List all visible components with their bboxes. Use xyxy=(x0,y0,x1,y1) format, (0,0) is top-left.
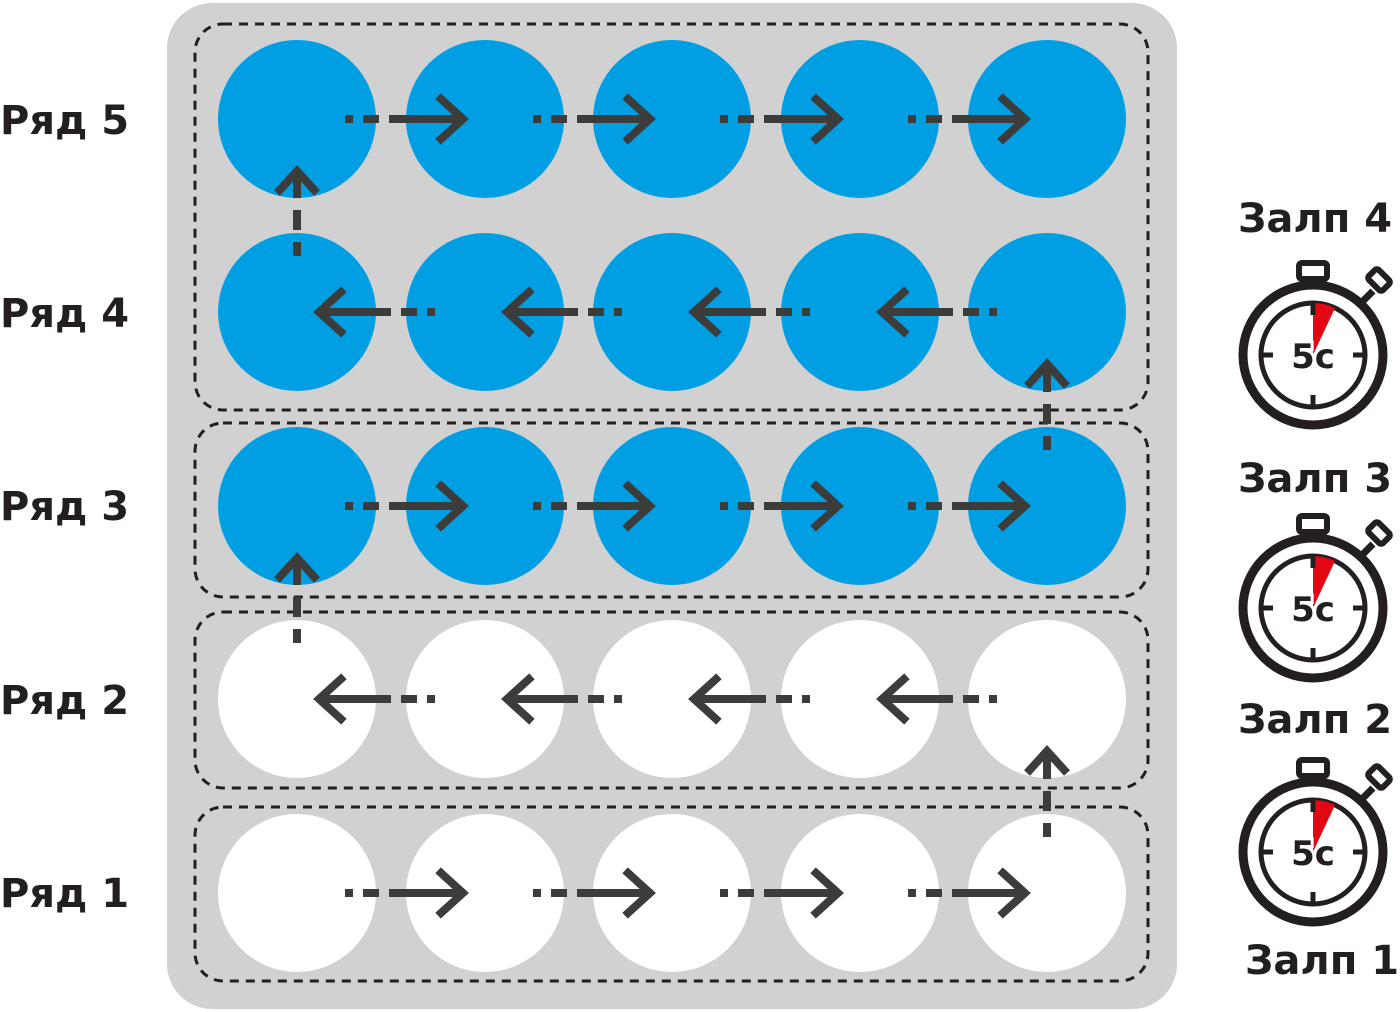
flow-arrow-right xyxy=(345,480,469,532)
arrow-head xyxy=(622,480,656,532)
arrow-head xyxy=(997,867,1031,919)
flow-arrow-right xyxy=(720,480,844,532)
arrow-head xyxy=(435,93,469,145)
circle-row1-1 xyxy=(218,814,376,972)
circle-row4-4 xyxy=(781,233,939,391)
timer-text-1: 5c xyxy=(1291,337,1335,377)
flow-arrow-right xyxy=(908,480,1031,532)
timer-text-3: 5c xyxy=(1291,834,1335,874)
arrow-head xyxy=(997,480,1031,532)
circle-row4-5 xyxy=(968,233,1126,391)
flow-arrow-right xyxy=(345,867,469,919)
arrow-head xyxy=(1024,358,1070,389)
arrow-head xyxy=(501,286,535,338)
arrow-head xyxy=(688,673,722,725)
arrow-head xyxy=(622,93,656,145)
arrow-head xyxy=(435,867,469,919)
circle-row5-2 xyxy=(406,40,564,198)
arrow-head xyxy=(876,286,910,338)
arrow-head xyxy=(501,673,535,725)
circle-row5-3 xyxy=(593,40,751,198)
circle-row2-1 xyxy=(218,620,376,778)
outline-rows-4-5 xyxy=(193,22,1150,412)
circle-row4-1 xyxy=(218,233,376,391)
arrow-head xyxy=(1024,745,1070,776)
circle-row1-2 xyxy=(406,814,564,972)
flow-arrow-right xyxy=(345,93,469,145)
circle-row2-3 xyxy=(593,620,751,778)
outline-row-1 xyxy=(193,805,1150,983)
volley-label-3: Залп 3 xyxy=(1238,456,1392,502)
circle-row2-5 xyxy=(968,620,1126,778)
flow-arrow-right xyxy=(533,93,656,145)
circle-row3-3 xyxy=(593,427,751,585)
flow-arrow-left xyxy=(688,673,810,725)
circle-row5-5 xyxy=(968,40,1126,198)
row-label-2: Ряд 2 xyxy=(0,678,129,724)
flow-arrow-right xyxy=(720,867,844,919)
row-label-4: Ряд 4 xyxy=(0,291,129,337)
arrow-head xyxy=(997,93,1031,145)
stopwatch-icon: 5c xyxy=(1238,513,1393,683)
row-label-5: Ряд 5 xyxy=(0,98,129,144)
circle-row3-4 xyxy=(781,427,939,585)
stopwatch-icon: 5c xyxy=(1238,260,1393,430)
flow-arrow-left xyxy=(501,673,622,725)
flow-arrow-left xyxy=(688,286,810,338)
outline-row-3 xyxy=(193,421,1150,599)
arrow-head xyxy=(435,480,469,532)
circle-row4-3 xyxy=(593,233,751,391)
flow-arrow-right xyxy=(533,480,656,532)
row-label-3: Ряд 3 xyxy=(0,484,129,530)
flow-arrow-right xyxy=(908,93,1031,145)
stopwatch-icon: 5c xyxy=(1238,757,1393,927)
volley-label-4: Залп 4 xyxy=(1238,196,1392,242)
flow-arrow-left xyxy=(876,286,997,338)
circle-row1-4 xyxy=(781,814,939,972)
flow-arrow-right xyxy=(720,93,844,145)
group-outlines xyxy=(193,22,1150,983)
flow-arrow-left xyxy=(313,286,435,338)
flow-arrow-left xyxy=(876,673,997,725)
flow-arrow-left xyxy=(501,286,622,338)
circle-row3-5 xyxy=(968,427,1126,585)
circle-row5-1 xyxy=(218,40,376,198)
arrow-head xyxy=(810,867,844,919)
volley-label-2: Залп 2 xyxy=(1238,697,1392,743)
volley-label-1: Залп 1 xyxy=(1245,938,1399,984)
circle-row2-2 xyxy=(406,620,564,778)
arrows-layer xyxy=(274,93,1070,919)
flow-arrow-up xyxy=(1024,358,1070,450)
circles-layer xyxy=(218,40,1126,972)
circle-row1-3 xyxy=(593,814,751,972)
arrow-head xyxy=(274,552,320,583)
row-label-1: Ряд 1 xyxy=(0,871,129,917)
arrow-head xyxy=(810,480,844,532)
flow-arrow-left xyxy=(313,673,435,725)
circle-row5-4 xyxy=(781,40,939,198)
arrow-head xyxy=(313,286,347,338)
flow-arrow-up xyxy=(274,165,320,256)
circle-row1-5 xyxy=(968,814,1126,972)
arrow-head xyxy=(313,673,347,725)
timer-text-2: 5c xyxy=(1291,590,1335,630)
flow-arrow-right xyxy=(533,867,656,919)
arrow-head xyxy=(810,93,844,145)
arrow-head xyxy=(876,673,910,725)
arrow-head xyxy=(622,867,656,919)
flow-arrow-right xyxy=(908,867,1031,919)
outline-row-2 xyxy=(193,610,1150,790)
arrow-head xyxy=(688,286,722,338)
flow-arrow-up xyxy=(274,552,320,643)
circle-row3-2 xyxy=(406,427,564,585)
flow-arrow-up xyxy=(1024,745,1070,837)
arrow-head xyxy=(274,165,320,196)
circle-row3-1 xyxy=(218,427,376,585)
circle-row2-4 xyxy=(781,620,939,778)
circle-row4-2 xyxy=(406,233,564,391)
